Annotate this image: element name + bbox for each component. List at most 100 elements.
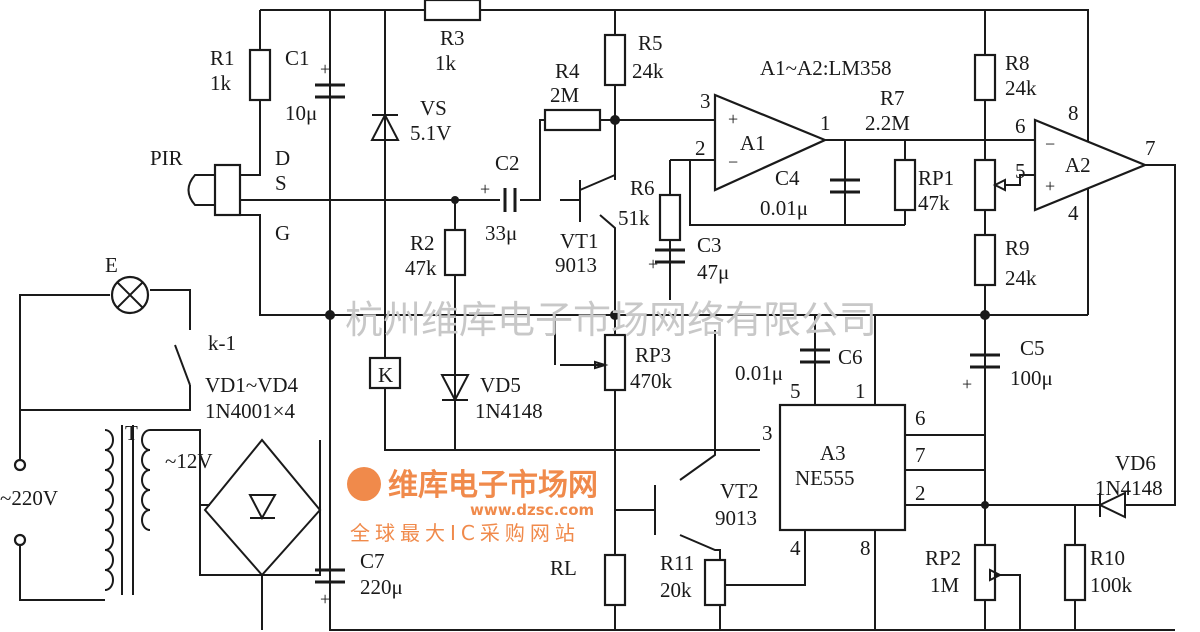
svg-text:1: 1 [820, 111, 831, 135]
svg-text:R10: R10 [1090, 546, 1125, 570]
opamp-a2 [1033, 118, 1148, 212]
svg-text:3: 3 [762, 421, 773, 445]
svg-text:A1~A2:LM358: A1~A2:LM358 [760, 56, 892, 80]
potentiometer-rp2 [973, 543, 997, 602]
svg-text:−: − [1045, 134, 1055, 154]
resistor-r5 [603, 33, 627, 87]
svg-text:VT2: VT2 [720, 479, 759, 503]
svg-text:24k: 24k [1005, 266, 1037, 290]
svg-text:+: + [728, 109, 738, 129]
svg-text:VD5: VD5 [480, 373, 521, 397]
svg-text:51k: 51k [618, 206, 650, 230]
svg-text:100k: 100k [1090, 573, 1133, 597]
transistors [579, 174, 656, 535]
resistor-r3 [423, 0, 482, 22]
svg-text:470k: 470k [630, 369, 673, 393]
svg-text:RP2: RP2 [925, 546, 961, 570]
svg-text:8: 8 [1068, 101, 1079, 125]
svg-text:8: 8 [860, 536, 871, 560]
svg-text:220μ: 220μ [360, 575, 403, 599]
svg-text:R3: R3 [440, 26, 465, 50]
svg-text:R2: R2 [410, 231, 435, 255]
svg-text:5.1V: 5.1V [410, 121, 451, 145]
photoresistor-rl [603, 553, 627, 607]
resistor-r9 [973, 233, 997, 287]
svg-text:24k: 24k [1005, 76, 1037, 100]
svg-text:C2: C2 [495, 151, 520, 175]
svg-text:4: 4 [790, 536, 801, 560]
svg-text:+: + [320, 589, 330, 609]
svg-text:R7: R7 [880, 86, 905, 110]
potentiometer-rp1b [973, 158, 997, 212]
svg-text:1k: 1k [435, 51, 457, 75]
diode-vd5 [440, 374, 470, 403]
svg-text:24k: 24k [632, 59, 664, 83]
watermark-slogan: 全球最大IC采购网站 [350, 521, 580, 545]
svg-text:R1: R1 [210, 46, 235, 70]
svg-text:C1: C1 [285, 46, 310, 70]
svg-text:VD1~VD4: VD1~VD4 [205, 373, 299, 397]
switch-k1 [174, 344, 191, 386]
opamp-a1 [713, 93, 828, 192]
watermark-logo: 杭州维库电子市场网络有限公司 维库电子市场网 www.dzsc.com 全球最大… [345, 298, 877, 545]
svg-text:R9: R9 [1005, 236, 1030, 260]
svg-text:6: 6 [1015, 114, 1026, 138]
resistor-r4 [543, 108, 602, 132]
svg-text:5: 5 [790, 379, 801, 403]
svg-text:PIR: PIR [150, 146, 183, 170]
svg-text:0.01μ: 0.01μ [735, 361, 783, 385]
svg-text:47k: 47k [918, 191, 950, 215]
svg-text:7: 7 [915, 443, 926, 467]
svg-text:R5: R5 [638, 31, 663, 55]
svg-text:33μ: 33μ [485, 221, 517, 245]
svg-text:RL: RL [550, 556, 577, 580]
svg-text:0.01μ: 0.01μ [760, 196, 808, 220]
watermark-url: www.dzsc.com [470, 501, 594, 519]
svg-text:1N4148: 1N4148 [1095, 476, 1163, 500]
svg-text:20k: 20k [660, 578, 692, 602]
watermark-logo-icon [347, 467, 381, 501]
svg-text:1: 1 [855, 379, 866, 403]
svg-text:9013: 9013 [715, 506, 757, 530]
resistors [248, 0, 1087, 607]
svg-text:4: 4 [1068, 201, 1079, 225]
diode-vd6 [1097, 491, 1126, 519]
zener-vs [370, 112, 400, 141]
svg-text:−: − [728, 152, 738, 172]
svg-text:+: + [320, 59, 330, 79]
svg-text:A3: A3 [820, 441, 846, 465]
transformer-secondary [141, 429, 151, 531]
svg-text:47μ: 47μ [697, 260, 729, 284]
svg-text:~12V: ~12V [165, 449, 213, 473]
svg-text:47k: 47k [405, 256, 437, 280]
capacitors [315, 83, 1000, 584]
resistor-r1 [248, 48, 272, 102]
svg-text:RP3: RP3 [635, 343, 671, 367]
resistor-r8 [973, 53, 997, 102]
svg-text:K: K [378, 363, 393, 387]
svg-text:A1: A1 [740, 131, 766, 155]
svg-text:C5: C5 [1020, 336, 1045, 360]
svg-text:2.2M: 2.2M [865, 111, 910, 135]
svg-text:C3: C3 [697, 233, 722, 257]
svg-text:C4: C4 [775, 166, 800, 190]
svg-text:2M: 2M [550, 83, 580, 107]
svg-text:+: + [648, 254, 658, 274]
svg-text:1N4148: 1N4148 [475, 399, 543, 423]
relay-k [368, 356, 402, 390]
svg-text:2: 2 [695, 136, 706, 160]
svg-text:100μ: 100μ [1010, 366, 1053, 390]
watermark-company: 杭州维库电子市场网络有限公司 [345, 298, 877, 342]
svg-text:1N4001×4: 1N4001×4 [205, 399, 296, 423]
svg-text:7: 7 [1145, 136, 1156, 160]
svg-text:G: G [275, 221, 290, 245]
resistor-r11 [703, 558, 727, 607]
svg-text:RP1: RP1 [918, 166, 954, 190]
svg-text:k-1: k-1 [208, 331, 236, 355]
ac-terminal [13, 533, 27, 547]
svg-text:R11: R11 [660, 551, 694, 575]
ac-terminal [13, 458, 27, 472]
svg-text:~220V: ~220V [0, 486, 58, 510]
